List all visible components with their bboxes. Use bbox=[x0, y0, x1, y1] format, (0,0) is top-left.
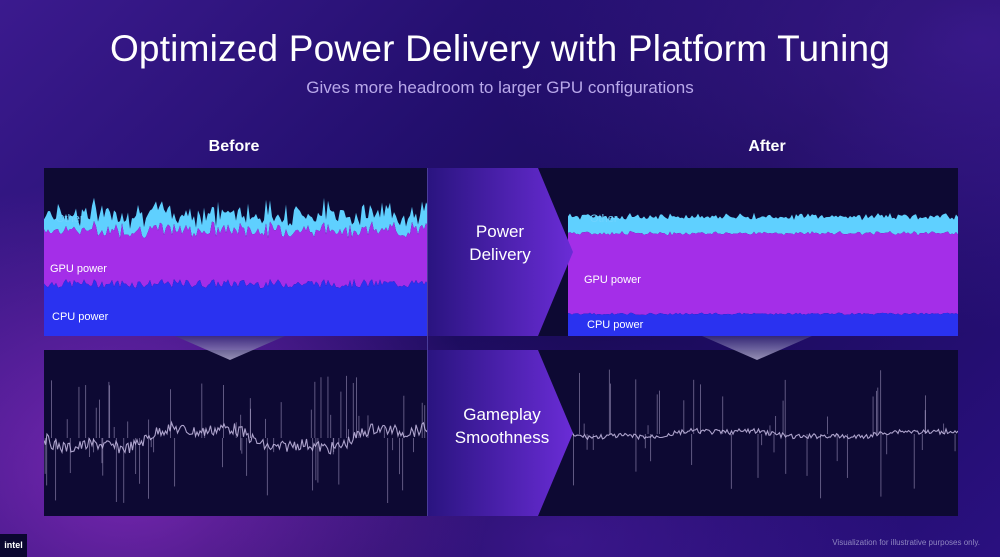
after-heading: After bbox=[748, 138, 786, 155]
power-delivery-line1: Power bbox=[475, 222, 525, 241]
after-pointer bbox=[702, 336, 812, 360]
before-heading: Before bbox=[208, 138, 260, 155]
after-gpu-label: GPU power bbox=[584, 274, 641, 286]
power-delivery-arrow bbox=[428, 168, 573, 336]
gameplay-smoothness-label: Gameplay Smoothness bbox=[442, 403, 562, 449]
after-gpu-area bbox=[568, 230, 958, 315]
after-power-chart bbox=[428, 168, 958, 336]
before-power-chart bbox=[44, 197, 428, 336]
gameplay-smoothness-arrow bbox=[428, 350, 573, 516]
before-smoothness-panel bbox=[44, 350, 428, 516]
after-pointer-shape bbox=[702, 336, 812, 360]
after-smoothness-line bbox=[567, 427, 958, 441]
after-other-label: Other bbox=[590, 213, 618, 225]
before-cpu-label: CPU power bbox=[52, 311, 109, 323]
before-pointer bbox=[175, 336, 285, 360]
after-cpu-label: CPU power bbox=[587, 319, 644, 331]
before-pointer-shape bbox=[175, 336, 285, 360]
before-other-label: Other bbox=[56, 213, 84, 225]
after-smoothness-chart bbox=[428, 350, 958, 516]
after-other-area bbox=[568, 212, 958, 236]
power-delivery-line2: Delivery bbox=[469, 245, 531, 264]
slide-subtitle: Gives more headroom to larger GPU config… bbox=[306, 78, 694, 97]
footnote: Visualization for illustrative purposes … bbox=[832, 538, 980, 547]
gameplay-smoothness-line2: Smoothness bbox=[454, 428, 550, 447]
power-delivery-label: Power Delivery bbox=[440, 220, 560, 266]
before-cpu-area bbox=[44, 279, 428, 336]
column-divider bbox=[427, 168, 428, 516]
before-gpu-label: GPU power bbox=[50, 263, 107, 275]
after-cpu-area bbox=[568, 312, 958, 336]
intel-logo: intel bbox=[0, 534, 27, 557]
after-power-panel: Other GPU power CPU power Power Delivery bbox=[428, 168, 958, 336]
before-power-panel: Other GPU power CPU power bbox=[44, 168, 428, 336]
gameplay-smoothness-line1: Gameplay bbox=[463, 405, 541, 424]
before-other-area bbox=[44, 197, 428, 239]
before-gpu-area bbox=[44, 221, 428, 289]
before-smoothness-chart bbox=[44, 375, 428, 504]
slide-title: Optimized Power Delivery with Platform T… bbox=[109, 28, 891, 69]
after-smoothness-panel: Gameplay Smoothness bbox=[428, 350, 958, 516]
